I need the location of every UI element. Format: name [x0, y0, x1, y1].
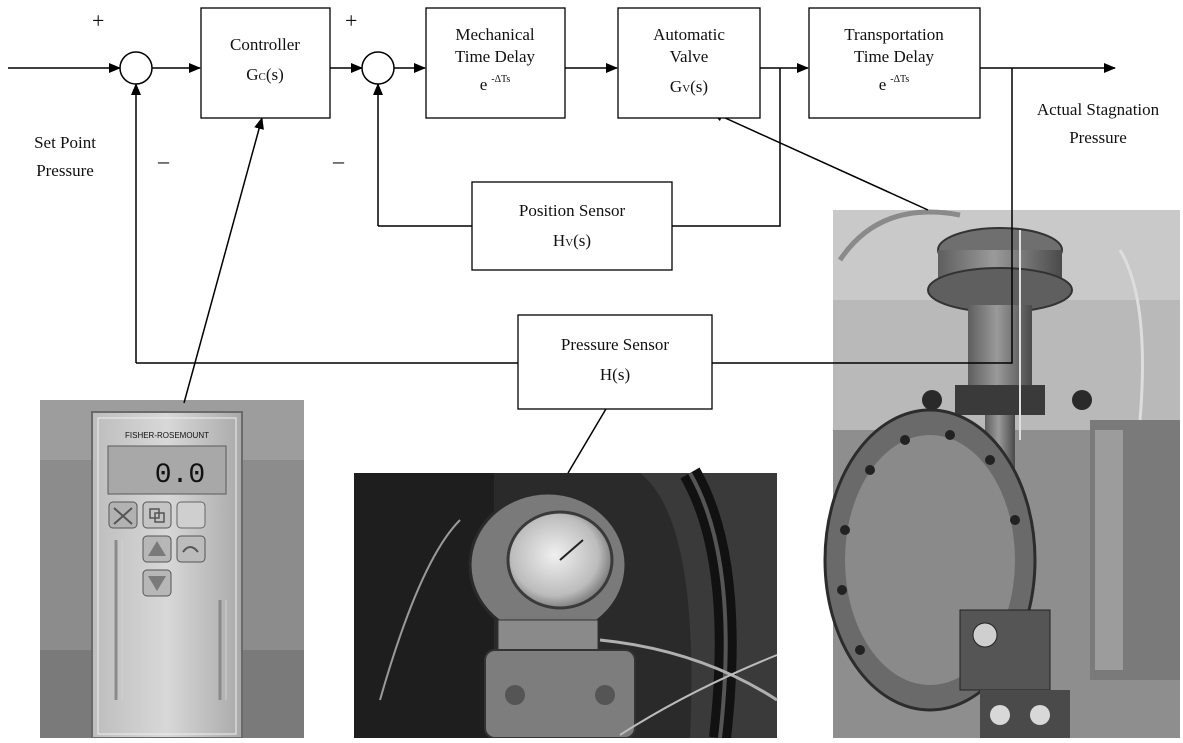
transport-delay-label-2: Time Delay [854, 47, 935, 66]
pressure-sensor-transfer-function: H(s) [600, 365, 630, 384]
controller-block: Controller GC(s) [200, 7, 331, 119]
pressure-transmitter-photo [354, 467, 778, 740]
transport-delay-label-1: Transportation [844, 25, 944, 44]
pressure-sensor-block: Pressure Sensor H(s) [517, 314, 713, 410]
signal-lines [8, 63, 1116, 364]
valve-pointer-arrow [711, 111, 929, 211]
position-sensor-transfer-function: HV(s) [553, 231, 591, 250]
transportation-delay-block: Transportation Time Delay e-ΔTs [808, 7, 981, 119]
plus-sign-2: + [345, 8, 357, 33]
mechanical-delay-label-2: Time Delay [455, 47, 536, 66]
mechanical-delay-expression: e-ΔTs [480, 74, 511, 94]
set-point-label-line2: Pressure [36, 161, 94, 180]
controller-transfer-function: GC(s) [246, 65, 284, 84]
controller-unit-photo: FISHER-ROSEMOUNT 0.0 [40, 400, 304, 739]
controller-display-readout: 0.0 [155, 460, 205, 491]
controller-brand-text: FISHER-ROSEMOUNT [125, 431, 209, 440]
valve-label-1: Automatic [653, 25, 725, 44]
controller-label: Controller [230, 35, 300, 54]
summing-junction-2 [361, 51, 395, 85]
valve-assembly-photo [823, 209, 1180, 738]
controller-pointer-arrow [183, 117, 264, 404]
valve-transfer-function: GV(s) [670, 77, 708, 96]
set-point-label-line1: Set Point [34, 133, 96, 152]
minus-sign-1: – [157, 148, 170, 173]
automatic-valve-block: Automatic Valve GV(s) [617, 7, 761, 119]
transport-delay-expression: e-ΔTs [879, 74, 910, 94]
pressure-sensor-label: Pressure Sensor [561, 335, 669, 354]
position-sensor-label: Position Sensor [519, 201, 626, 220]
mechanical-delay-label-1: Mechanical [455, 25, 535, 44]
actual-pressure-label-line2: Pressure [1069, 128, 1127, 147]
actual-pressure-label-line1: Actual Stagnation [1037, 100, 1160, 119]
summing-junction-1 [119, 51, 153, 85]
minus-sign-2: – [332, 148, 345, 173]
valve-label-2: Valve [670, 47, 709, 66]
mechanical-delay-block: Mechanical Time Delay e-ΔTs [425, 7, 566, 119]
plus-sign-1: + [92, 8, 104, 33]
position-sensor-block: Position Sensor HV(s) [471, 181, 673, 271]
